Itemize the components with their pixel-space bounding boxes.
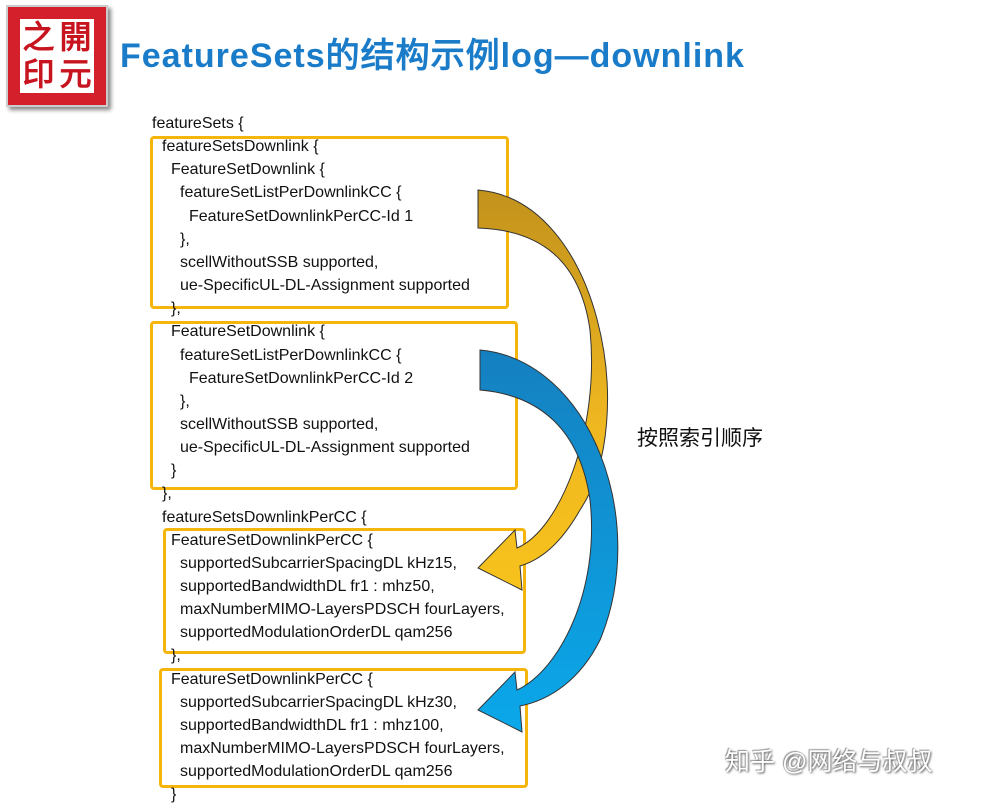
- logo-char: 印: [22, 56, 55, 92]
- highlight-box: [150, 321, 518, 490]
- code-line: scellWithoutSSB supported,: [180, 253, 379, 271]
- code-line: supportedBandwidthDL fr1 : mhz50,: [180, 578, 435, 595]
- code-line: maxNumberMIMO-LayersPDSCH fourLayers,: [180, 601, 505, 619]
- code-line: FeatureSetDownlink {: [171, 323, 325, 341]
- logo-char: 開: [59, 19, 92, 55]
- logo-char: 之: [22, 19, 55, 55]
- code-line: },: [180, 392, 190, 410]
- code-line: }: [171, 786, 177, 804]
- slide-title: FeatureSets的结构示例log—downlink: [120, 37, 745, 75]
- code-line: FeatureSetDownlinkPerCC {: [171, 531, 373, 549]
- logo-char: 元: [59, 56, 92, 92]
- code-line: FeatureSetDownlinkPerCC-Id 2: [189, 369, 414, 387]
- code-line: ue-SpecificUL-DL-Assignment supported: [180, 439, 470, 457]
- highlight-box: [159, 668, 528, 788]
- arrow-gold: [477, 189, 608, 591]
- code-line: featureSets {: [152, 115, 244, 132]
- code-line: },: [162, 485, 172, 503]
- code-line: maxNumberMIMO-LayersPDSCH fourLayers,: [180, 740, 505, 758]
- code-line: supportedSubcarrierSpacingDL kHz30,: [180, 693, 457, 711]
- highlight-box: [163, 528, 526, 654]
- code-line: featureSetListPerDownlinkCC {: [180, 346, 402, 364]
- code-line: supportedModulationOrderDL qam256: [180, 763, 453, 781]
- arrow-label: 按照索引顺序: [637, 427, 763, 450]
- code-line: FeatureSetDownlink {: [171, 161, 325, 179]
- code-line: FeatureSetDownlinkPerCC-Id 1: [189, 207, 414, 225]
- code-line: },: [171, 647, 181, 665]
- code-line: supportedBandwidthDL fr1 : mhz100,: [180, 716, 444, 734]
- code-line: },: [171, 300, 181, 318]
- code-line: scellWithoutSSB supported,: [180, 415, 379, 433]
- code-line: featureSetsDownlinkPerCC {: [162, 508, 367, 526]
- arrow-blue: [477, 349, 619, 733]
- code-line: supportedModulationOrderDL qam256: [180, 624, 453, 642]
- code-line: featureSetsDownlink {: [162, 138, 319, 156]
- code-line: },: [180, 230, 190, 248]
- watermark: 知乎 @网络与叔叔: [725, 748, 933, 776]
- code-line: FeatureSetDownlinkPerCC {: [171, 670, 373, 688]
- code-line: }: [171, 462, 177, 480]
- logo: 之開印元: [6, 5, 108, 107]
- code-line: featureSetListPerDownlinkCC {: [180, 184, 402, 202]
- code-line: supportedSubcarrierSpacingDL kHz15,: [180, 554, 457, 572]
- code-line: ue-SpecificUL-DL-Assignment supported: [180, 277, 470, 295]
